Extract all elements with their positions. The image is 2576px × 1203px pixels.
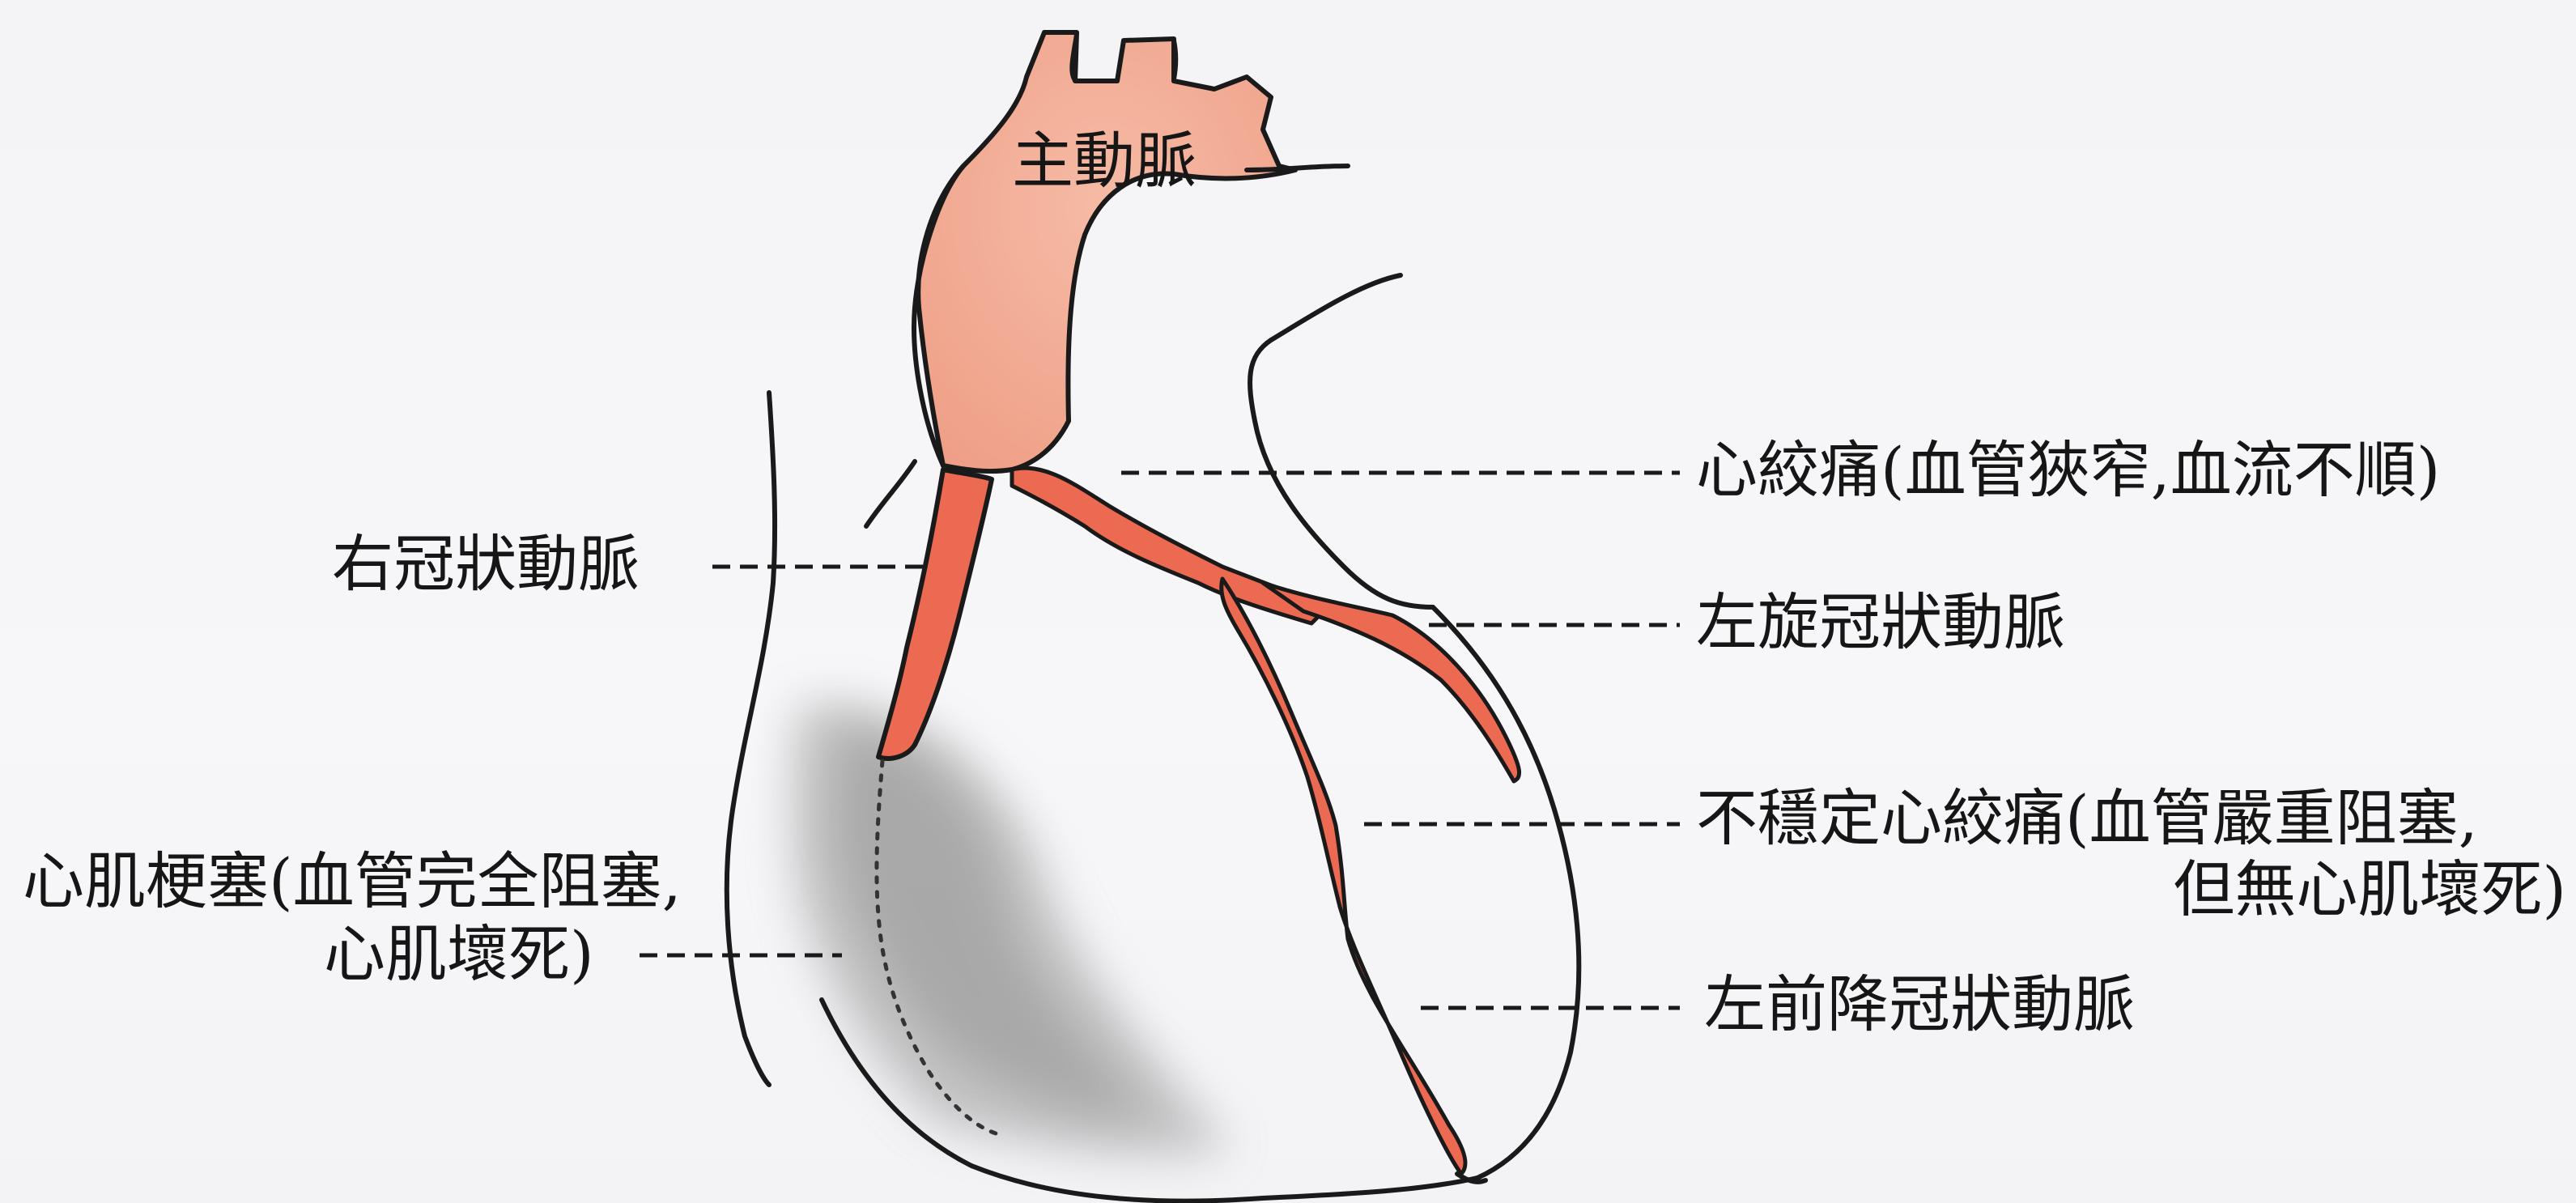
infarct-shading [791, 703, 1231, 1155]
label-left-circumflex-artery: 左旋冠狀動脈 [1696, 583, 2065, 662]
right-coronary-artery [878, 470, 992, 759]
label-angina: 心絞痛(血管狹窄,血流不順) [1696, 431, 2440, 510]
label-myocardial-infarction-line2: 心肌壞死) [324, 915, 594, 994]
label-unstable-angina-line2: 但無心肌壞死) [2173, 850, 2566, 929]
label-myocardial-infarction-line1: 心肌梗塞(血管完全阻塞, [23, 842, 682, 921]
aorta [918, 32, 1348, 471]
label-right-coronary-artery: 右冠狀動脈 [332, 525, 640, 604]
label-unstable-angina-line1: 不穩定心絞痛(血管嚴重阻塞, [1696, 779, 2478, 858]
label-left-anterior-descending-artery: 左前降冠狀動脈 [1704, 965, 2135, 1044]
label-aorta: 主動脈 [1012, 121, 1197, 201]
